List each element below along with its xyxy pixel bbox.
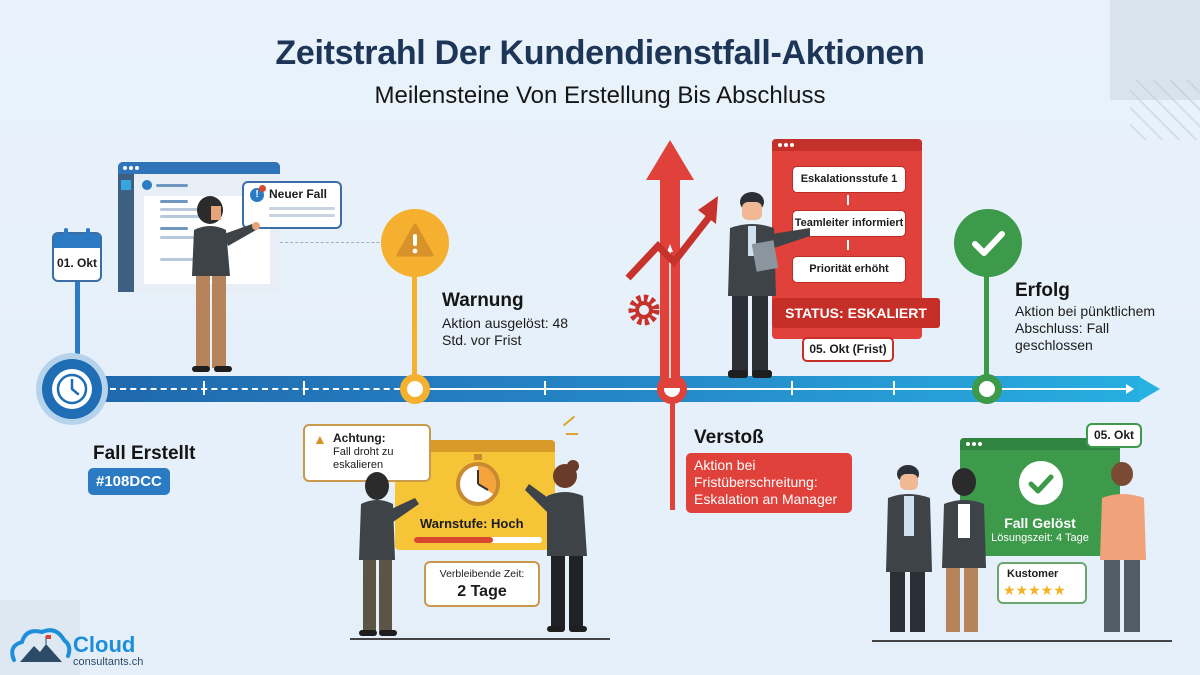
checkmark-icon	[1019, 461, 1063, 505]
milestone-stem	[75, 280, 80, 360]
timeline-tick	[791, 381, 793, 395]
timeline-line-arrow-icon	[1126, 384, 1134, 394]
new-case-bubble: ! Neuer Fall	[242, 181, 342, 229]
timeline-tick	[544, 381, 546, 395]
clock-icon	[56, 373, 88, 405]
background-stripes	[1130, 80, 1200, 140]
escalation-step: Eskalationsstufe 1	[792, 166, 906, 193]
page-title: Zeitstrahl Der Kundendienstfall-Aktionen	[275, 34, 925, 72]
person-man-illustration	[886, 465, 932, 632]
arrow-down-icon	[847, 195, 849, 205]
notification-dot-icon	[259, 185, 266, 192]
case-id-badge: #108DCC	[88, 468, 170, 495]
timeline-dashed-segment	[110, 388, 410, 390]
remaining-time-label: Verbleibende Zeit:	[439, 568, 525, 580]
milestone-heading: Verstoß	[694, 427, 764, 448]
timeline-tick	[893, 381, 895, 395]
milestone-stem	[984, 268, 989, 378]
floor-line	[872, 640, 1172, 642]
milestone-stem	[670, 400, 675, 510]
status-badge: STATUS: ESKALIERT	[772, 298, 940, 328]
deadline-tag: 05. Okt (Frist)	[802, 337, 894, 362]
escalation-step: Priorität erhöht	[792, 256, 906, 283]
timeline-solid-segment	[420, 388, 1130, 390]
milestone-description: Aktion ausgelöst: 48 Std. vor Frist	[442, 315, 569, 348]
star-rating-icon: ★★★★★	[1003, 582, 1066, 598]
background-decoration	[0, 600, 80, 675]
person-woman-illustration	[525, 460, 587, 632]
resolution-time: Lösungszeit: 4 Tage	[991, 532, 1089, 544]
callout-text: Fall droht zu eskalieren	[333, 446, 394, 471]
milestone-heading: Erfolg	[1015, 280, 1070, 301]
alert-rays-icon	[562, 415, 576, 427]
checkmark-icon	[954, 209, 1022, 277]
rating-label: Kustomer	[1007, 568, 1059, 580]
timeline-arrow-head-icon	[1138, 376, 1160, 402]
milestone-stem	[412, 260, 417, 378]
person-man-illustration	[1100, 462, 1146, 632]
calendar-icon: 01. Okt	[52, 228, 102, 282]
person-woman-illustration	[192, 196, 260, 372]
customer-rating-callout: Kustomer	[997, 562, 1087, 604]
timeline-tick	[303, 381, 305, 395]
arrow-down-icon	[847, 240, 849, 250]
warning-progress-bar	[414, 537, 542, 543]
escalation-arrow-icon	[625, 140, 718, 388]
escalation-step: Teamleiter informiert	[792, 210, 906, 237]
person-woman-illustration	[359, 472, 419, 636]
stopwatch-icon	[456, 454, 500, 506]
timeline-start-node	[36, 353, 108, 425]
logo-name: Cloud	[73, 632, 136, 657]
milestone-heading: Warnung	[442, 290, 524, 311]
milestone-description: Aktion bei pünktlichem Abschluss: Fall g…	[1015, 303, 1156, 353]
warning-level-label: Warnstufe: Hoch	[420, 516, 524, 531]
warning-triangle-icon	[381, 209, 449, 277]
remaining-time-value: 2 Tage	[457, 583, 507, 600]
connector-dash	[280, 242, 410, 243]
timeline-node-warning	[400, 374, 430, 404]
timeline-node-success	[972, 374, 1002, 404]
person-woman-illustration	[942, 468, 986, 632]
callout-title: Achtung:	[333, 431, 386, 445]
milestone-heading: Fall Erstellt	[93, 443, 196, 464]
breach-description: Aktion bei Fristüberschreitung: Eskalati…	[686, 453, 852, 513]
resolved-title: Fall Gelöst	[1004, 515, 1076, 531]
page-subtitle: Meilensteine Von Erstellung Bis Abschlus…	[374, 82, 826, 109]
cloud-mountain-logo-icon	[10, 628, 72, 662]
warning-callout: ▲ Achtung: Fall droht zu eskalieren	[303, 424, 431, 482]
person-man-illustration	[728, 192, 810, 378]
created-date: 01. Okt	[56, 256, 98, 270]
timeline-tick	[203, 381, 205, 395]
floor-line	[350, 638, 610, 640]
logo-domain: consultants.ch	[73, 656, 144, 668]
warning-triangle-icon: ▲	[313, 431, 327, 447]
remaining-time-callout: Verbleibende Zeit: 2 Tage	[424, 561, 540, 607]
new-case-label: Neuer Fall	[269, 187, 328, 201]
resolved-date-tag: 05. Okt	[1086, 423, 1142, 448]
